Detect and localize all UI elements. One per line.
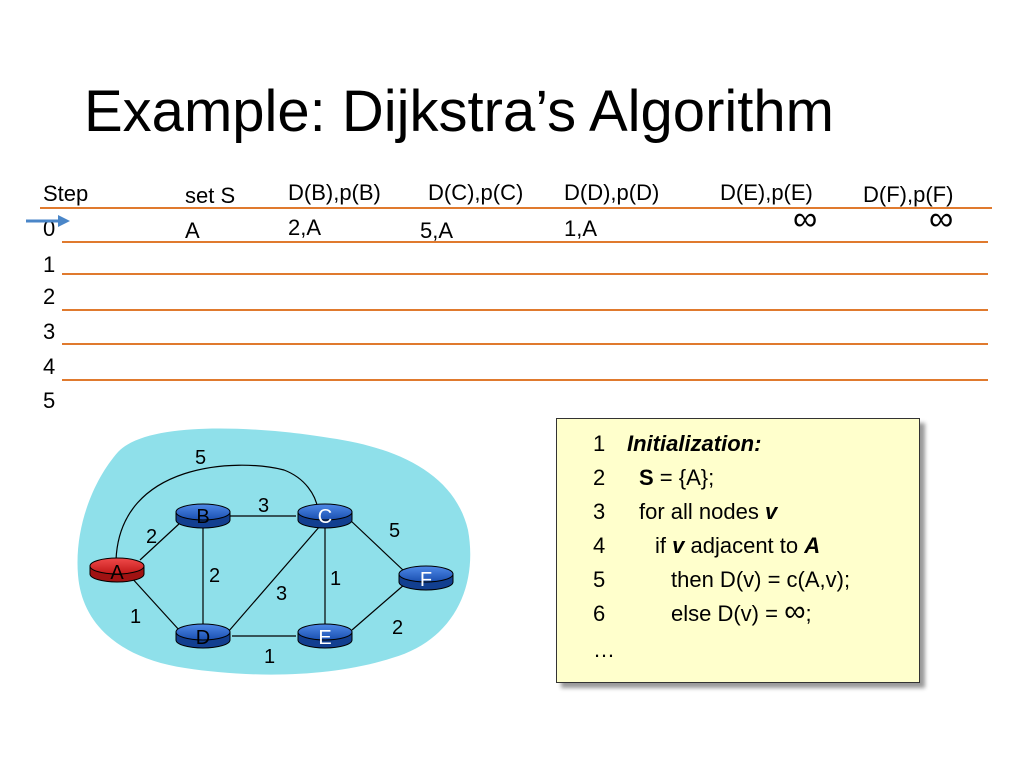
router-node-b: B [175,503,231,529]
link-c-f [349,519,405,572]
weight-a-d: 1 [130,606,141,628]
table-rule [62,343,988,345]
step-number: 1 [43,252,56,277]
table-rule [62,379,988,381]
header-d-c: D(C),p(C) [428,180,524,205]
router-node-e: E [297,623,353,649]
weight-d-e: 1 [264,646,275,668]
page-title: Example: Dijkstra’s Algorithm [84,79,834,144]
weight-c-d: 3 [276,583,287,605]
router-node-d: D [175,623,231,649]
step-number: 3 [43,319,56,344]
link-a-b [139,522,181,561]
step-number: 2 [43,284,56,309]
node-label-e: E [318,627,331,649]
header-d-d: D(D),p(D) [564,180,660,205]
row0-d-b: 2,A [288,215,322,240]
table-rule [40,207,992,209]
router-node-a: A [89,557,145,584]
weight-b-d: 2 [209,565,220,587]
algorithm-line-ellipsis: … [593,637,615,662]
link-a-c [115,464,319,561]
header-step: Step [43,181,89,206]
node-label-d: D [196,627,210,649]
row0-d-f: ∞ [929,200,954,238]
current-step-arrow-icon [26,215,70,227]
header-set-s: set S [185,183,236,208]
row0-d-d: 1,A [564,216,598,241]
weight-c-f: 5 [389,520,400,542]
row0-d-e: ∞ [793,200,818,238]
node-label-b: B [196,506,209,528]
row0-set-s: A [185,218,200,243]
node-label-c: C [318,506,332,528]
row0-d-c: 5,A [420,218,454,243]
table-rule [62,309,988,311]
node-label-f: F [420,569,432,591]
link-c-d [227,525,321,633]
link-a-d [129,575,181,632]
weight-c-e: 1 [330,568,341,590]
router-node-f: F [398,565,454,591]
network-cloud [77,428,471,675]
weight-a-c: 5 [195,447,206,469]
infinity-symbol: ∞ [784,595,806,628]
table-rule [62,273,988,275]
table-rule [62,241,988,243]
weight-b-c: 3 [258,495,269,517]
weight-a-b: 2 [146,526,157,548]
weight-e-f: 2 [392,617,403,639]
node-label-a: A [110,562,124,584]
link-e-f [351,583,406,631]
header-d-e: D(E),p(E) [720,180,813,205]
router-node-c: C [297,503,353,529]
step-number: 5 [43,388,56,413]
step-number: 4 [43,354,56,379]
header-d-f: D(F),p(F) [863,182,954,207]
header-d-b: D(B),p(B) [288,180,381,205]
